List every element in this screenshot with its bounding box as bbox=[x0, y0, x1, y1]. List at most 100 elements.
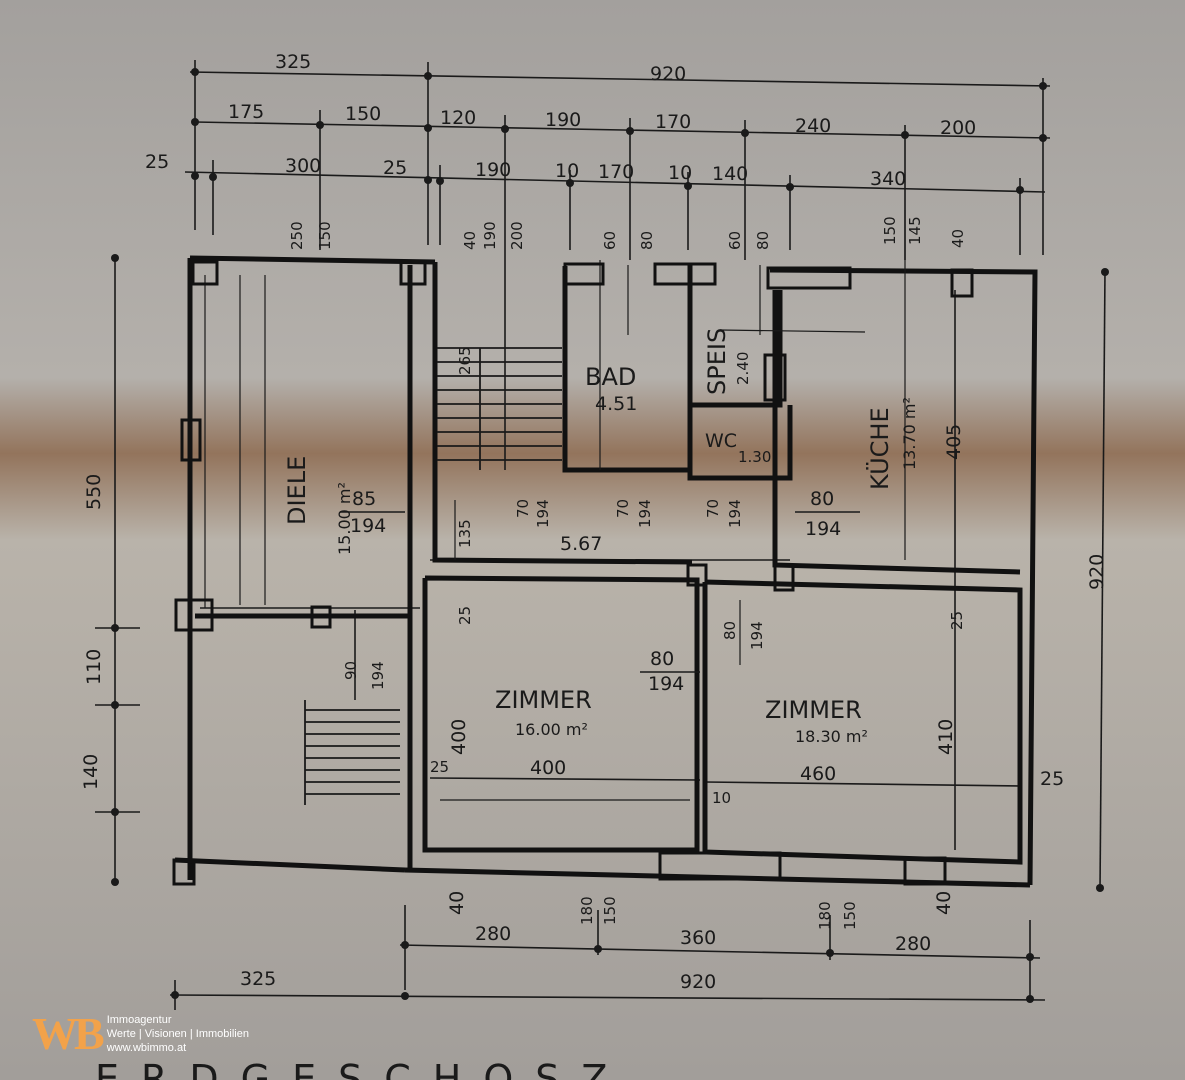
room-wc-area: 1.30 bbox=[738, 448, 771, 466]
room-zimmer2-width: 460 bbox=[800, 763, 836, 785]
dim-left-140: 140 bbox=[80, 754, 102, 790]
dim-bottom-360: 360 bbox=[680, 927, 716, 949]
win-label-145: 145 bbox=[906, 216, 924, 245]
win-label-150b: 150 bbox=[881, 216, 899, 245]
stair-label-265: 265 bbox=[456, 346, 474, 375]
room-diele-name: DIELE bbox=[283, 456, 311, 525]
interior-lines bbox=[204, 210, 906, 801]
watermark-line1: Immoagentur bbox=[106, 1014, 172, 1026]
window-labels: 250 150 40 190 200 60 80 60 80 150 145 4… bbox=[288, 216, 967, 250]
room-zimmer1-name: ZIMMER bbox=[495, 686, 592, 714]
room-speis-area: 2.40 bbox=[734, 352, 752, 385]
door-label-85: 85 bbox=[352, 488, 376, 510]
door-label-80a: 80 bbox=[810, 488, 834, 510]
door-label-80b: 80 bbox=[721, 621, 739, 640]
dim-bottom-150a: 150 bbox=[601, 896, 619, 925]
dim-top-920: 920 bbox=[650, 63, 686, 85]
dim-right-25: 25 bbox=[1040, 768, 1064, 790]
dim-top-190: 190 bbox=[545, 109, 581, 131]
door-label-80a-b: 194 bbox=[805, 518, 841, 540]
dim-right-920: 920 bbox=[1086, 554, 1108, 590]
room-bad-name: BAD bbox=[585, 363, 636, 391]
door-label-90: 90 bbox=[342, 661, 360, 680]
dim-top-10a: 10 bbox=[555, 160, 579, 182]
dim-top-150: 150 bbox=[345, 103, 381, 125]
label-25a: 25 bbox=[456, 606, 474, 625]
door-label-85b: 194 bbox=[350, 515, 386, 537]
dim-top-190b: 190 bbox=[475, 159, 511, 181]
door-label-70b: 70 bbox=[614, 499, 632, 518]
dim-top-120: 120 bbox=[440, 107, 476, 129]
dim-bottom-280b: 280 bbox=[895, 933, 931, 955]
label-25c: 25 bbox=[948, 611, 966, 630]
watermark: WB Immoagentur Werte | Visionen | Immobi… bbox=[32, 1008, 249, 1059]
room-bad-area: 4.51 bbox=[595, 393, 637, 415]
stairs bbox=[304, 347, 562, 805]
dim-bottom-325: 325 bbox=[240, 968, 276, 990]
dim-top-325: 325 bbox=[275, 51, 311, 73]
dim-top-25a: 25 bbox=[145, 151, 169, 173]
door-label-90-b: 194 bbox=[369, 661, 387, 690]
win-label-150: 150 bbox=[316, 221, 334, 250]
win-label-80b: 80 bbox=[754, 231, 772, 250]
dim-top-170: 170 bbox=[655, 111, 691, 133]
win-label-40b: 40 bbox=[949, 229, 967, 248]
room-kueche-area: 13.70 m² bbox=[900, 397, 919, 470]
dim-top-200: 200 bbox=[940, 117, 976, 139]
door-label-80c-b: 194 bbox=[648, 673, 684, 695]
dim-left-550: 550 bbox=[83, 474, 105, 510]
dim-left-110: 110 bbox=[83, 649, 105, 685]
dim-top-240: 240 bbox=[795, 115, 831, 137]
label-10: 10 bbox=[712, 789, 731, 807]
room-kueche-dim: 405 bbox=[943, 424, 965, 460]
room-kueche-name: KÜCHE bbox=[865, 407, 894, 490]
watermark-line2: Werte | Visionen | Immobilien bbox=[106, 1028, 249, 1040]
win-label-40a: 40 bbox=[461, 231, 479, 250]
door-label-70b-b: 194 bbox=[636, 499, 654, 528]
dim-top-175: 175 bbox=[228, 101, 264, 123]
win-label-250: 250 bbox=[288, 221, 306, 250]
dim-top-300: 300 bbox=[285, 155, 321, 177]
room-wc-name: WC bbox=[705, 430, 737, 452]
hall-label-567: 5.67 bbox=[560, 533, 602, 555]
win-label-60a: 60 bbox=[601, 231, 619, 250]
watermark-text: Immoagentur Werte | Visionen | Immobilie… bbox=[107, 1013, 249, 1055]
win-label-80a: 80 bbox=[638, 231, 656, 250]
room-zimmer2-name: ZIMMER bbox=[765, 696, 862, 724]
door-label-80b-b: 194 bbox=[748, 621, 766, 650]
walls bbox=[174, 255, 1038, 888]
dim-bottom-920: 920 bbox=[680, 971, 716, 993]
room-zimmer1-width: 400 bbox=[530, 757, 566, 779]
door-label-70a-b: 194 bbox=[534, 499, 552, 528]
wb-logo: WB bbox=[32, 1008, 105, 1059]
dim-bottom-280a: 280 bbox=[475, 923, 511, 945]
dim-top-25b: 25 bbox=[383, 157, 407, 179]
label-25b: 25 bbox=[430, 758, 449, 776]
dim-top-140: 140 bbox=[712, 163, 748, 185]
room-diele-area: 15.00 m² bbox=[335, 482, 354, 555]
win-label-60b: 60 bbox=[726, 231, 744, 250]
watermark-line3: www.wbimmo.at bbox=[106, 1042, 187, 1054]
win-label-200: 200 bbox=[508, 221, 526, 250]
dimension-ticks bbox=[111, 68, 1109, 1003]
window-symbols bbox=[172, 260, 974, 886]
door-label-80c: 80 bbox=[650, 648, 674, 670]
dim-top-340: 340 bbox=[870, 168, 906, 190]
door-label-70c: 70 bbox=[704, 499, 722, 518]
door-label-70c-b: 194 bbox=[726, 499, 744, 528]
room-zimmer1-height: 400 bbox=[448, 719, 470, 755]
dim-bottom-180b: 180 bbox=[816, 901, 834, 930]
dim-bottom-40b: 40 bbox=[933, 891, 955, 915]
room-zimmer2-height: 410 bbox=[935, 719, 957, 755]
dim-bottom-40a: 40 bbox=[446, 891, 468, 915]
label-135: 135 bbox=[456, 519, 474, 548]
room-zimmer2-area: 18.30 m² bbox=[795, 727, 868, 746]
room-zimmer1-area: 16.00 m² bbox=[515, 720, 588, 739]
plan-title: ERDGESCHOSZ bbox=[95, 1057, 629, 1080]
door-label-70a: 70 bbox=[514, 499, 532, 518]
win-label-190: 190 bbox=[481, 221, 499, 250]
room-speis-name: SPEIS bbox=[703, 328, 731, 395]
